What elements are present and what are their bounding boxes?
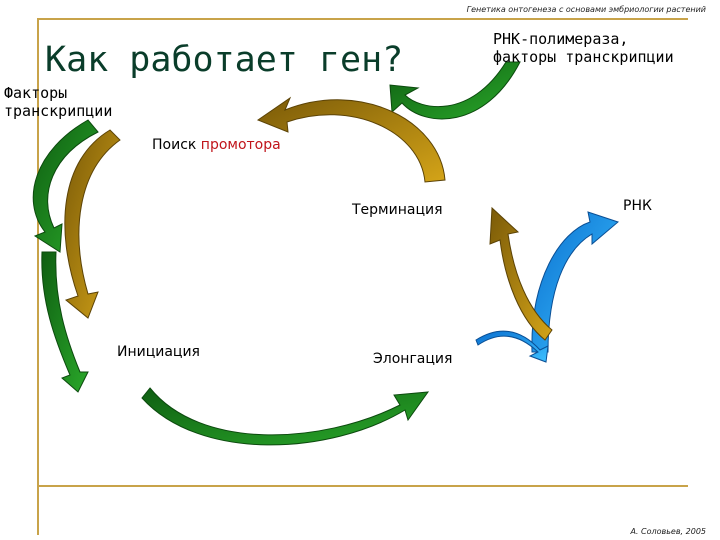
label-transcription-factors-left: Факторы транскрипции	[4, 84, 113, 120]
arrow-right-gold	[489, 206, 553, 341]
arrow-left-gold	[64, 129, 121, 319]
arrow-polymerase-green	[389, 61, 521, 120]
decorative-top-line	[37, 18, 688, 20]
page-title: Как работает ген?	[45, 40, 404, 80]
label-initiation: Инициация	[117, 344, 200, 360]
decorative-bottom-line	[37, 485, 688, 487]
arrow-left-down-green	[41, 251, 89, 393]
label-rna: РНК	[623, 198, 652, 214]
label-promoter-word: промотора	[200, 137, 281, 153]
arrow-bottom-green	[141, 387, 430, 446]
label-termination: Терминация	[352, 202, 443, 218]
label-rna-polymerase: РНК-полимераза, факторы транскрипции	[493, 30, 674, 66]
label-elongation: Элонгация	[373, 351, 453, 367]
arrow-left-green	[32, 119, 99, 253]
label-promoter-search: Поиск промотора	[152, 136, 281, 154]
course-header: Генетика онтогенеза с основами эмбриолог…	[466, 5, 706, 14]
arrow-rna-blue	[531, 211, 620, 353]
decorative-vertical-line	[37, 18, 39, 535]
author-footer: А. Соловьев, 2005	[630, 527, 706, 536]
arrow-elongation-blue	[475, 330, 549, 363]
arrow-top-gold	[256, 96, 446, 183]
label-search-word: Поиск	[152, 137, 201, 153]
